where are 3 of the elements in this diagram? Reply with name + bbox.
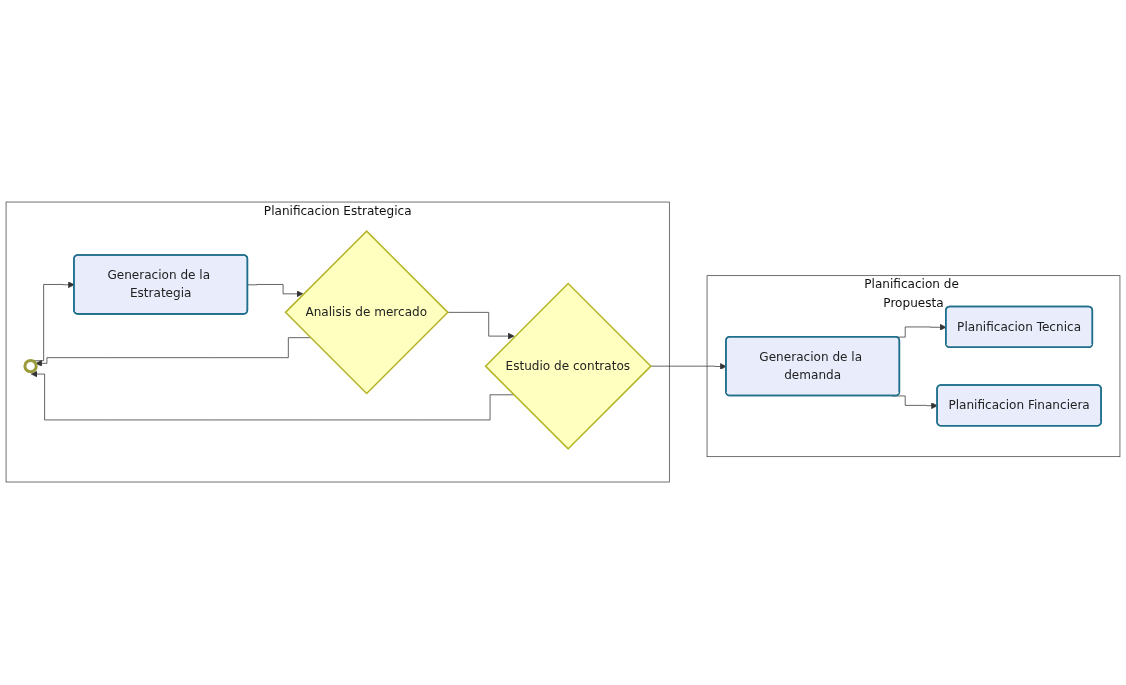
node-circle (23, 359, 38, 374)
node-diamond: Estudio de contratos (484, 282, 652, 451)
node-diamond: Analisis de mercado (284, 230, 449, 396)
